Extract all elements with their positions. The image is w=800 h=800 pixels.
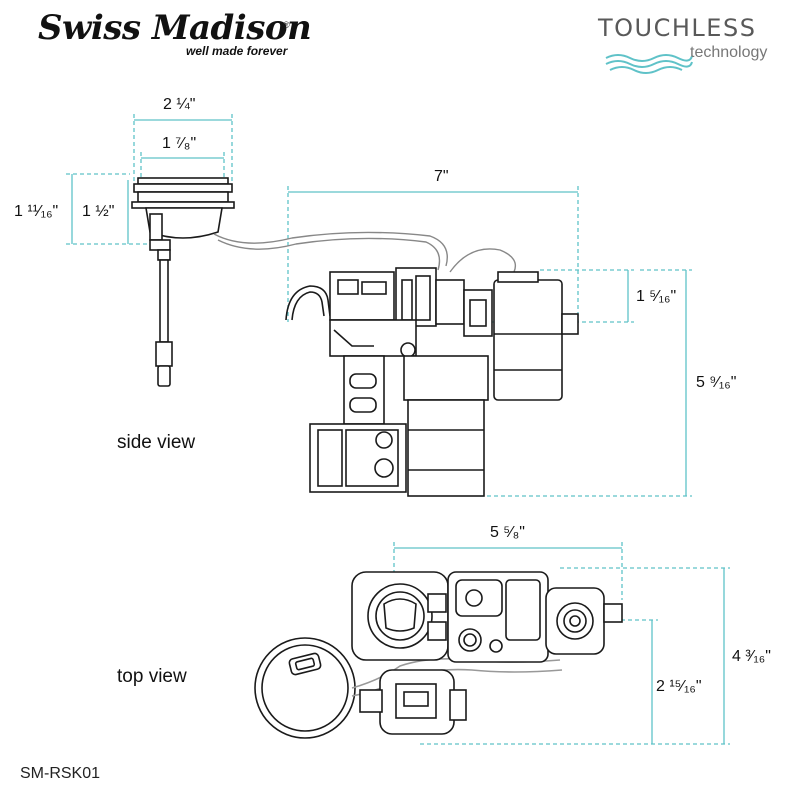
brand-tagline: well made forever bbox=[186, 44, 288, 58]
top-view-assembly bbox=[254, 571, 623, 739]
touchless-badge: TOUCHLESS technology bbox=[598, 14, 788, 74]
dimension-lines bbox=[66, 114, 730, 745]
dim-button-inner-width: 1 ⁷⁄₈" bbox=[162, 135, 197, 152]
touchless-subtitle: technology bbox=[690, 44, 768, 61]
dim-box-height: 1 ⁵⁄₁₆" bbox=[636, 288, 677, 305]
side-view-label: side view bbox=[117, 432, 196, 453]
dim-button-total-height: 1 ¹¹⁄₁₆" bbox=[14, 203, 59, 220]
top-view-label: top view bbox=[117, 666, 187, 687]
cable-lines bbox=[213, 231, 517, 273]
brand-name: Swiss Madison bbox=[38, 8, 312, 48]
side-view-button bbox=[131, 177, 235, 387]
dim-button-outer-width: 2 ¼" bbox=[163, 96, 196, 113]
dim-top-depth-partial: 2 ¹⁵⁄₁₆" bbox=[656, 678, 702, 695]
brand-logo: Swiss Madison bbox=[38, 8, 312, 48]
dim-valve-width: 7" bbox=[434, 168, 449, 185]
dim-top-depth-full: 4 ³⁄₁₆" bbox=[732, 648, 771, 665]
touchless-title: TOUCHLESS bbox=[598, 14, 757, 42]
side-view-valve bbox=[285, 267, 579, 497]
dim-valve-height: 5 ⁹⁄₁₆" bbox=[696, 374, 737, 391]
dim-button-height: 1 ½" bbox=[82, 203, 115, 220]
wave-icon bbox=[605, 54, 693, 74]
registered-mark: ® bbox=[283, 20, 290, 30]
dim-top-width: 5 ⁵⁄₈" bbox=[490, 524, 525, 541]
model-number: SM-RSK01 bbox=[20, 765, 101, 782]
